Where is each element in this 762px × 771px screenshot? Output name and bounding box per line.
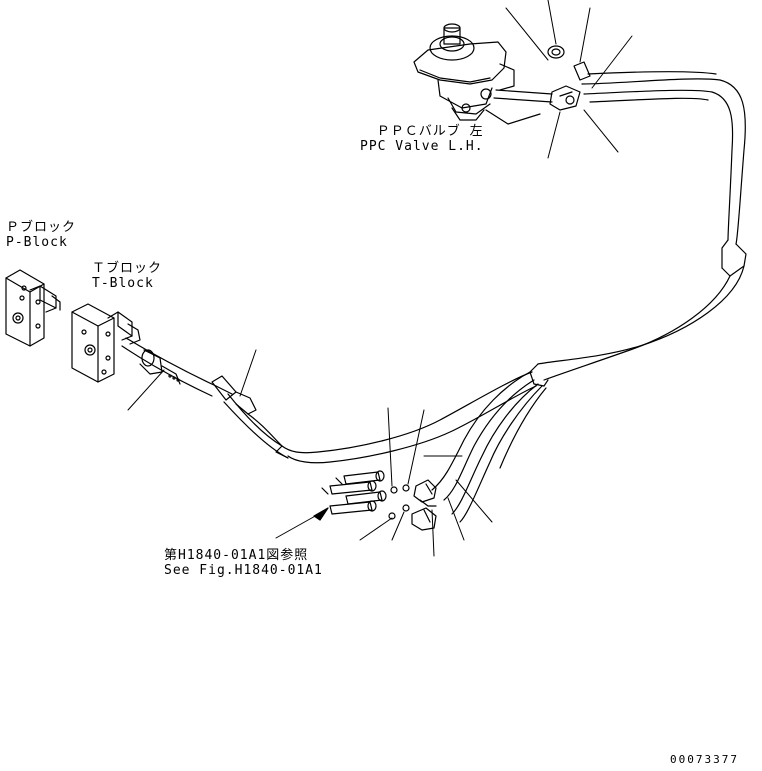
ppc-valve-drawing — [414, 24, 506, 120]
t-block-drawing — [72, 304, 140, 382]
lower-hose-bundle-drawing — [432, 372, 546, 522]
ppc-valve-label-en: PPC Valve L.H. — [360, 139, 484, 154]
ppc-fittings-drawing — [486, 46, 590, 124]
p-block-label-jp: Ｐブロック — [6, 220, 77, 235]
see-figure-label-en: See Fig.H1840-01A1 — [164, 563, 323, 578]
main-hose-bundle-drawing — [224, 72, 746, 463]
ppc-valve-label: ＰＰＣバルブ 左 PPC Valve L.H. — [360, 124, 484, 154]
p-block-label: Ｐブロック P-Block — [6, 220, 76, 250]
ppc-valve-label-jp: ＰＰＣバルブ 左 — [376, 124, 484, 139]
t-block-label: Ｔブロック T-Block — [92, 261, 162, 291]
p-block-drawing — [6, 270, 60, 346]
bolts-drawing — [322, 471, 386, 514]
see-figure-label: 第H1840-01A1図参照 See Fig.H1840-01A1 — [164, 548, 323, 578]
t-block-label-en: T-Block — [92, 276, 154, 291]
leader-lines — [128, 0, 632, 556]
t-block-label-jp: Ｔブロック — [92, 261, 163, 276]
arrow-head — [314, 508, 328, 520]
see-figure-label-jp: 第H1840-01A1図参照 — [164, 548, 309, 563]
fittings-cluster-drawing — [389, 480, 436, 530]
drawing-number: 00073377 — [670, 753, 739, 766]
p-block-label-en: P-Block — [6, 235, 68, 250]
t-block-hose-drawing — [122, 338, 282, 446]
